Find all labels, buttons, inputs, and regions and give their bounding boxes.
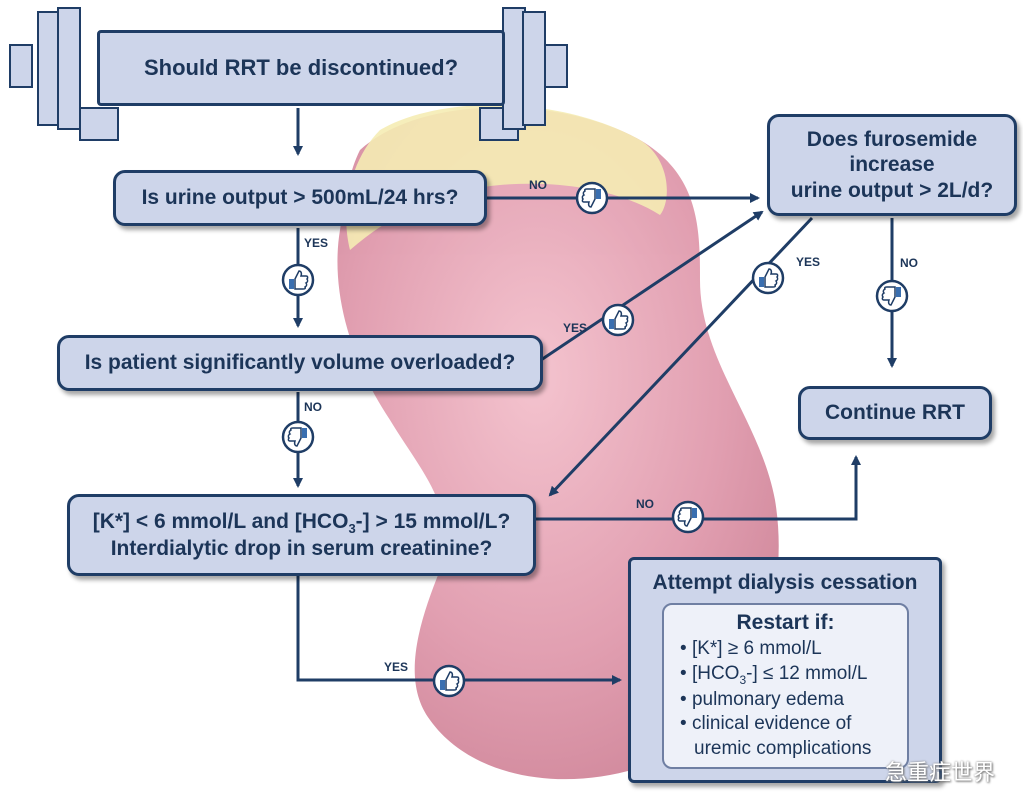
watermark-text: 急重症世界 [884, 760, 995, 785]
edge-label-yes-volume: YES [563, 321, 588, 335]
thumbs-down-icon [671, 500, 705, 534]
start-node-label: Should RRT be discontinued? [143, 54, 459, 80]
restart-criteria-panel: Restart if: [K*] ≥ 6 mmol/L [HCO3-] ≤ 12… [662, 603, 909, 769]
decision-furosemide-line3: urine output > 2L/d? [790, 178, 994, 202]
edge-label-yes-urine: YES [304, 236, 329, 250]
restart-criteria-list: [K*] ≥ 6 mmol/L [HCO3-] ≤ 12 mmol/L pulm… [664, 637, 907, 761]
thumbs-up-icon [601, 303, 635, 337]
thumbs-down-icon [281, 420, 315, 454]
thumbs-up-icon [751, 261, 785, 295]
decision-urine-output: Is urine output > 500mL/24 hrs? [113, 170, 487, 226]
restart-criterion-potassium: [K*] ≥ 6 mmol/L [680, 637, 907, 662]
thumbs-down-icon [575, 181, 609, 215]
restart-criterion-uremic-complications: clinical evidence of uremic complication… [680, 712, 907, 761]
outcome-continue-rrt-label: Continue RRT [825, 401, 965, 425]
decision-furosemide-line1: Does furosemide [806, 128, 978, 152]
decision-labs-line1: [K*] < 6 mmol/L and [HCO3-] > 15 mmol/L? [92, 509, 511, 536]
edge-label-no-volume: NO [304, 400, 322, 414]
restart-criterion-bicarbonate: [HCO3-] ≤ 12 mmol/L [680, 662, 907, 688]
decision-labs-line2: Interdialytic drop in serum creatinine? [110, 537, 493, 561]
thumbs-up-icon [432, 664, 466, 698]
decision-urine-output-label: Is urine output > 500mL/24 hrs? [141, 186, 459, 210]
dialyzer-icon [9, 7, 568, 141]
connectors [293, 108, 897, 685]
thumbs-down-icon [875, 279, 909, 313]
restart-criteria-title: Restart if: [736, 611, 835, 634]
outcome-attempt-cessation-title: Attempt dialysis cessation [652, 571, 918, 594]
outcome-continue-rrt: Continue RRT [798, 386, 992, 440]
start-node: Should RRT be discontinued? [97, 30, 505, 106]
decision-furosemide: Does furosemide increase urine output > … [767, 114, 1017, 216]
edge-label-no-furosemide: NO [900, 256, 918, 270]
decision-volume-overload-label: Is patient significantly volume overload… [84, 351, 516, 375]
edge-label-yes-labs: YES [384, 660, 409, 674]
decision-volume-overload: Is patient significantly volume overload… [57, 335, 543, 391]
edge-label-no-labs: NO [636, 497, 654, 511]
edge-label-no-urine: NO [529, 178, 547, 192]
decision-labs: [K*] < 6 mmol/L and [HCO3-] > 15 mmol/L?… [67, 494, 536, 576]
edge-label-yes-furosemide: YES [796, 255, 821, 269]
decision-furosemide-line2: increase [849, 153, 935, 177]
restart-criterion-pulmonary-edema: pulmonary edema [680, 688, 907, 713]
thumbs-up-icon [281, 263, 315, 297]
